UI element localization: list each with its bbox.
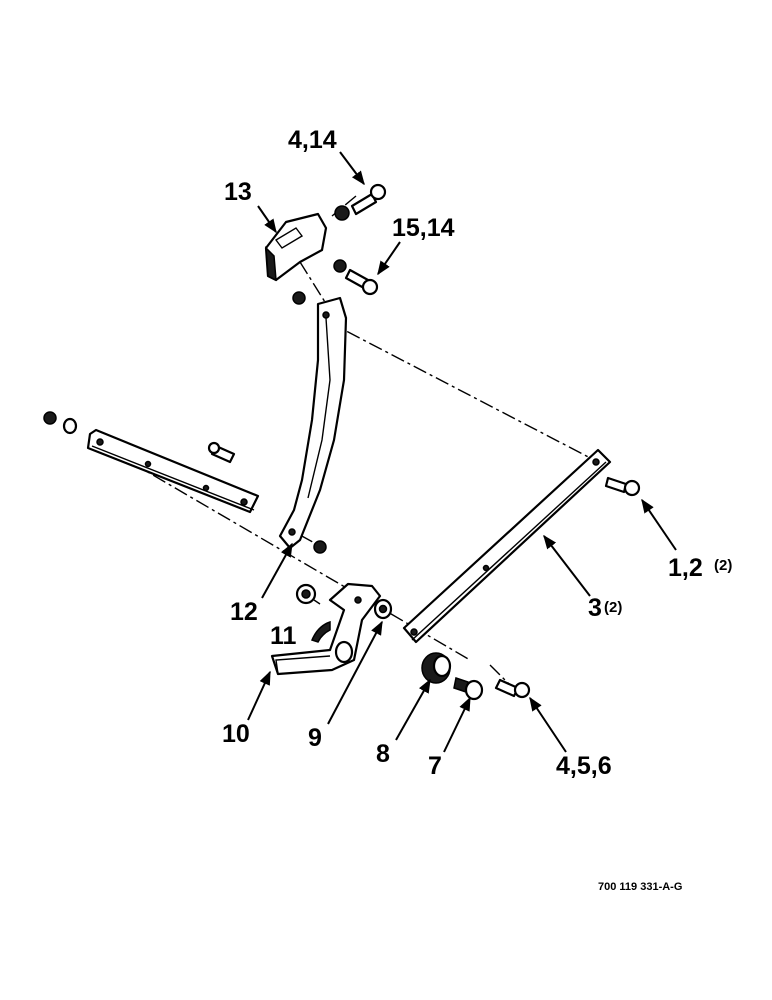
- part-3-long-strap: [402, 448, 612, 644]
- part-8-roller: [421, 652, 452, 684]
- nut-upper: [292, 291, 306, 305]
- bolt-1-2: [604, 476, 641, 497]
- part-13-top-bracket: [264, 212, 328, 282]
- callout-8: 8: [376, 740, 390, 768]
- callout-3-quantity: (2): [604, 599, 622, 616]
- bolt-4-5-6: [494, 678, 531, 699]
- callout-4-5-6: 4,5,6: [556, 752, 612, 780]
- part-9-bushing: [373, 598, 393, 620]
- callout-11: 11: [270, 622, 297, 650]
- left-small-bolt: [207, 441, 236, 464]
- callout-1-2-quantity: (2): [714, 557, 732, 574]
- callout-4-14: 4,14: [288, 126, 337, 154]
- part-12-curved-arm: [278, 296, 348, 550]
- left-washer-nut: [43, 411, 78, 435]
- callout-12: 12: [230, 598, 258, 626]
- leader-arrows: [247, 151, 677, 753]
- part-7-shoulder-bolt: [453, 677, 484, 701]
- callout-1-2: 1,2: [668, 554, 703, 582]
- hardware-15-14: [333, 259, 379, 296]
- nut-lower-arm: [313, 540, 327, 554]
- hardware-4-14: [334, 183, 387, 221]
- left-strap: [86, 428, 260, 514]
- callout-9: 9: [308, 724, 322, 752]
- callout-10: 10: [222, 720, 250, 748]
- callout-15-14: 15,14: [392, 214, 455, 242]
- callout-7: 7: [428, 752, 442, 780]
- callout-13: 13: [224, 178, 252, 206]
- part-10-bent-bracket: [270, 582, 382, 676]
- reference-code: 700 119 331-A-G: [598, 881, 682, 893]
- callout-3: 3: [588, 594, 602, 622]
- nut-11: [295, 583, 321, 605]
- callout-labels: 4,14 13 15,14 1,2 (2) 3 (2) 12 11 10 9 8…: [222, 126, 732, 780]
